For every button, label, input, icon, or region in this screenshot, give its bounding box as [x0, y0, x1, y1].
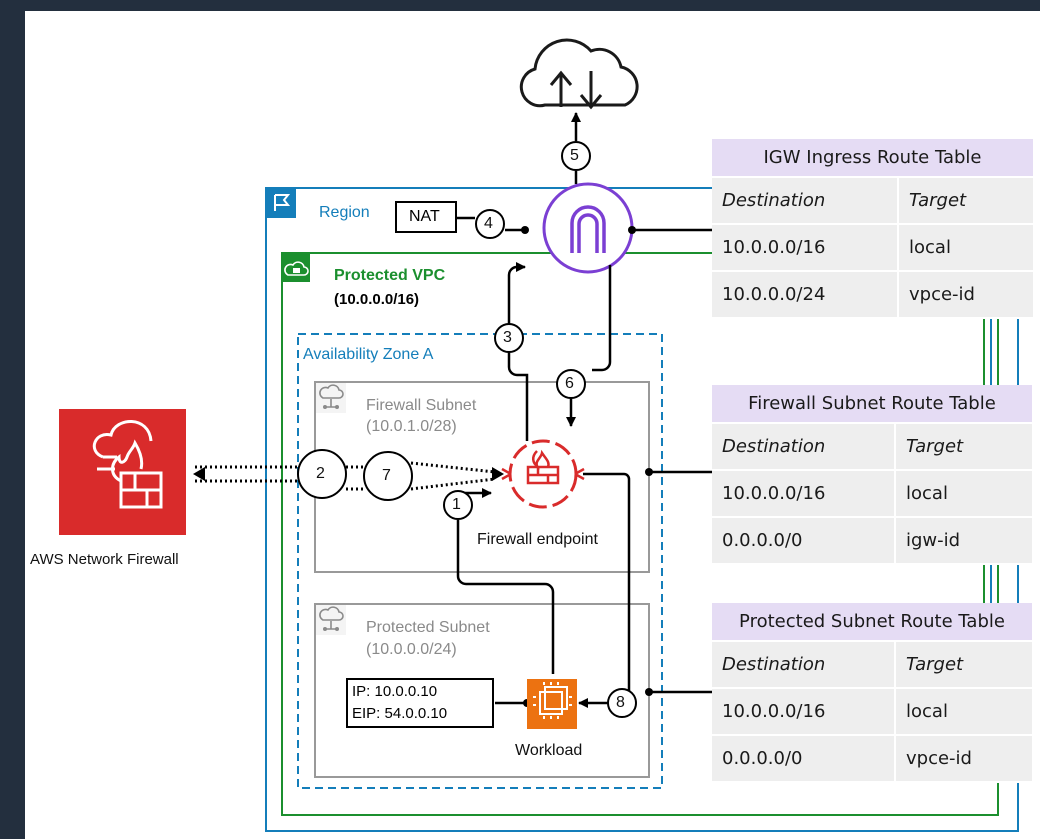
- route-destination: 10.0.0.0/24: [712, 271, 899, 319]
- protected-subnet-route-table: Protected Subnet Route Table Destination…: [712, 603, 1032, 783]
- protected-subnet-cidr: (10.0.0.0/24): [366, 641, 457, 658]
- firewall-subnet-label: Firewall Subnet: [366, 397, 477, 414]
- internet-gateway-icon: [542, 182, 634, 274]
- step-circles: [297, 141, 637, 718]
- vpc-cidr: (10.0.0.0/16): [334, 291, 420, 308]
- dotted-links: [195, 461, 496, 491]
- route-destination: 10.0.0.0/16: [712, 688, 896, 736]
- network-firewall-icon: [59, 409, 186, 535]
- diagram-svg: [59, 38, 1019, 832]
- route-destination: 0.0.0.0/0: [712, 735, 896, 783]
- protected-subnet-label: Protected Subnet: [366, 619, 490, 636]
- step-6-label: 6: [565, 375, 574, 392]
- route-target: igw-id: [895, 517, 1032, 565]
- route-destination: 10.0.0.0/16: [712, 470, 896, 518]
- workload-eip: EIP: 54.0.0.10: [352, 705, 448, 722]
- route-destination: 10.0.0.0/16: [712, 224, 899, 272]
- igw-route-table: IGW Ingress Route Table Destination Targ…: [712, 139, 1033, 319]
- workload-label: Workload: [515, 742, 583, 759]
- arrow-right-head: [492, 467, 504, 481]
- arrow-left-head: [193, 467, 205, 481]
- step-3-label: 3: [503, 329, 512, 346]
- column-header-target: Target: [898, 177, 1033, 225]
- route-destination: 0.0.0.0/0: [712, 517, 896, 565]
- lock-cloud-icon: [282, 254, 310, 282]
- subnet-cloud-icon: [316, 383, 346, 413]
- workload-ip: IP: 10.0.0.10: [352, 683, 438, 700]
- column-header-target: Target: [895, 641, 1032, 689]
- column-header-destination: Destination: [712, 423, 896, 471]
- firewall-subnet-route-table: Firewall Subnet Route Table Destination …: [712, 385, 1032, 565]
- route-target: local: [898, 224, 1033, 272]
- column-header-target: Target: [895, 423, 1032, 471]
- ec2-instance-icon: [527, 679, 577, 729]
- table-title: IGW Ingress Route Table: [712, 139, 1033, 178]
- step-1-label: 1: [452, 496, 461, 513]
- firewall-subnet-cidr: (10.0.1.0/28): [366, 418, 457, 435]
- aws-network-firewall-label: AWS Network Firewall: [30, 551, 179, 568]
- internet-cloud-icon: [519, 38, 639, 110]
- table-title: Protected Subnet Route Table: [712, 603, 1032, 642]
- nat-label: NAT: [409, 208, 440, 225]
- table-title: Firewall Subnet Route Table: [712, 385, 1032, 424]
- subnet-cloud-icon: [316, 605, 346, 635]
- flag-icon: [266, 188, 296, 218]
- step-5-label: 5: [570, 147, 579, 164]
- az-label: Availability Zone A: [303, 346, 434, 363]
- ip-box: [346, 678, 494, 728]
- step-2-label: 2: [316, 465, 325, 482]
- step-7-label: 7: [382, 467, 391, 484]
- step-4-label: 4: [484, 215, 493, 232]
- nat-box: [395, 201, 457, 233]
- diagram-canvas: 1 2 3 4 5 6 7 8 Region NAT Protected VPC…: [25, 11, 1040, 839]
- firewall-endpoint-label: Firewall endpoint: [477, 531, 598, 548]
- route-target: local: [895, 470, 1032, 518]
- region-label: Region: [319, 204, 370, 221]
- column-header-destination: Destination: [712, 177, 899, 225]
- step-8-label: 8: [616, 694, 625, 711]
- column-header-destination: Destination: [712, 641, 896, 689]
- route-target: vpce-id: [898, 271, 1033, 319]
- route-target: local: [895, 688, 1032, 736]
- vpc-label: Protected VPC: [334, 267, 446, 284]
- az-container: [297, 333, 663, 789]
- route-target: vpce-id: [895, 735, 1032, 783]
- firewall-endpoint-icon: [501, 439, 585, 509]
